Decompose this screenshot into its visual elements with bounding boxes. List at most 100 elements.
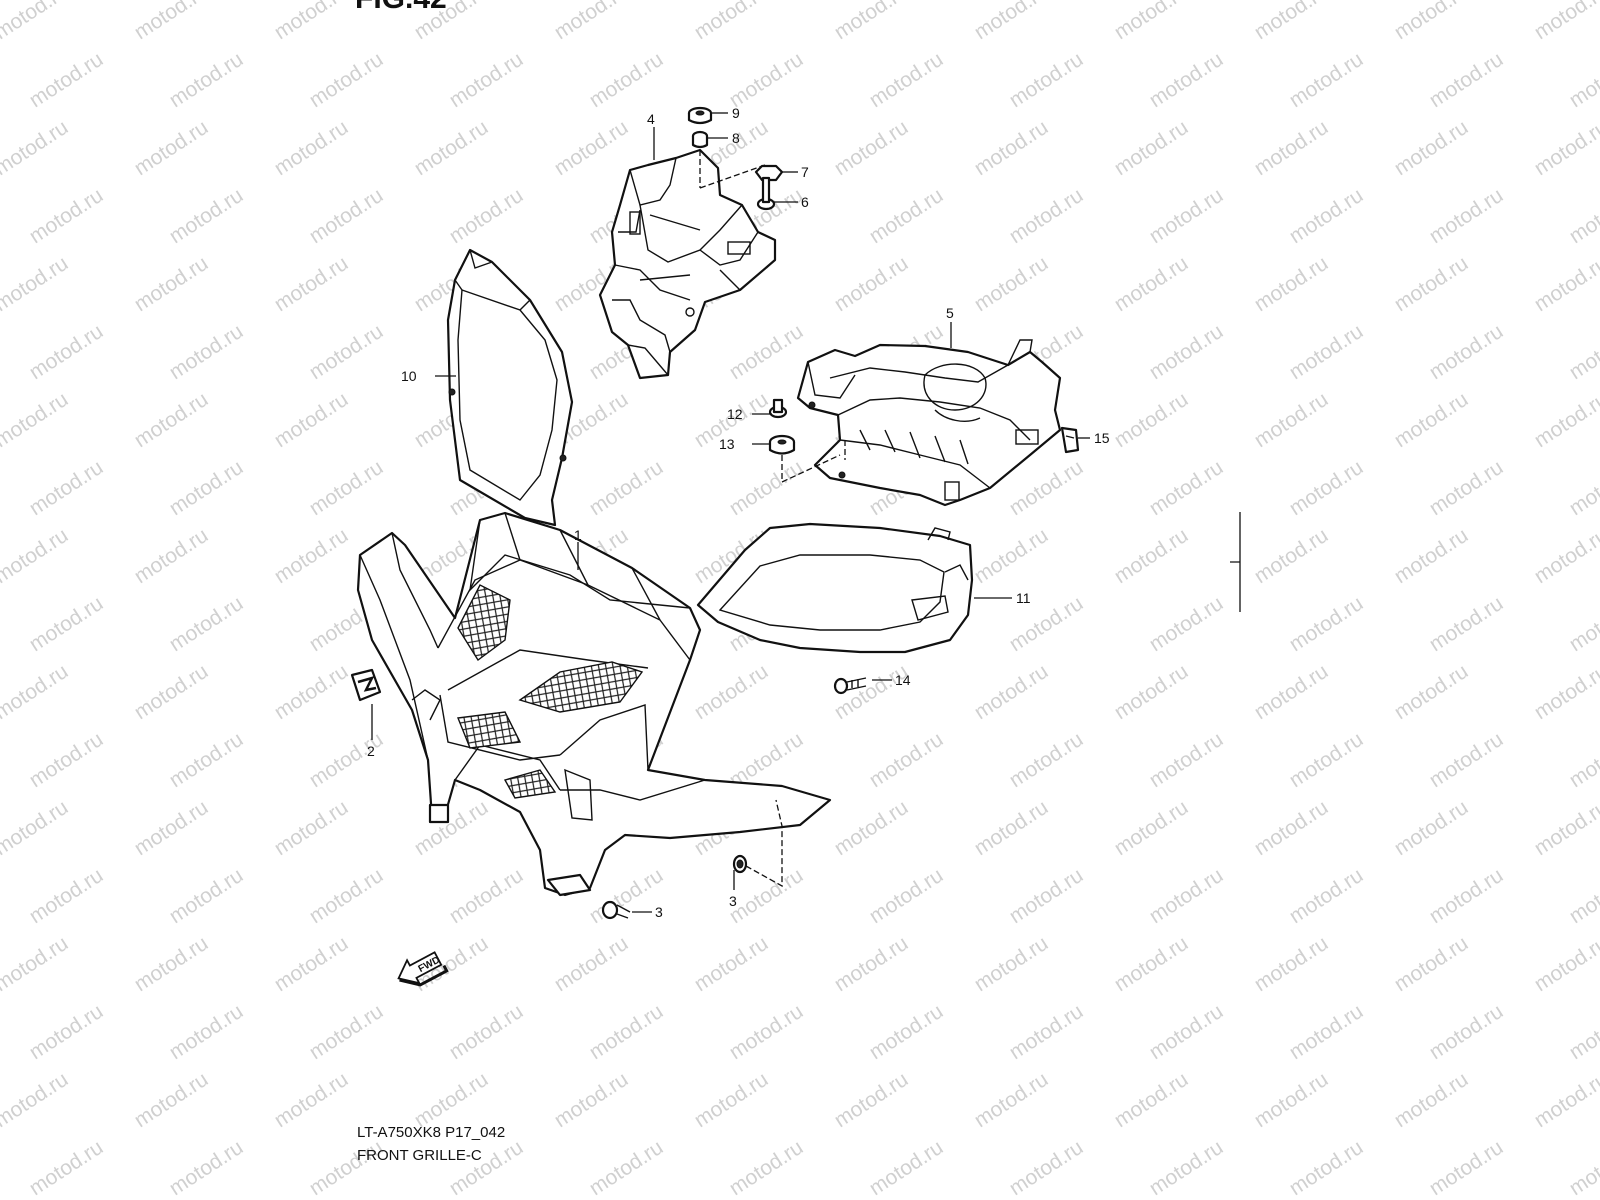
watermark-text: motod.ru bbox=[0, 932, 72, 996]
part-6-bolt[interactable] bbox=[756, 176, 776, 211]
part-11-right-headlight-bezel[interactable] bbox=[696, 522, 974, 654]
footer-section-name: FRONT GRILLE-C bbox=[357, 1147, 482, 1164]
watermark-text: motod.ru bbox=[1145, 48, 1227, 112]
part-15-clip[interactable] bbox=[1060, 426, 1080, 454]
part-8-collar[interactable] bbox=[691, 130, 709, 149]
watermark-text: motod.ru bbox=[25, 592, 107, 656]
watermark-text: motod.ru bbox=[1145, 1000, 1227, 1064]
callout-15: 15 bbox=[1094, 430, 1110, 446]
watermark-text: motod.ru bbox=[1145, 320, 1227, 384]
callout-6: 6 bbox=[801, 194, 809, 210]
watermark-text: motod.ru bbox=[305, 1000, 387, 1064]
watermark-text: motod.ru bbox=[1110, 932, 1192, 996]
watermark-text: motod.ru bbox=[305, 1136, 387, 1200]
watermark-text: motod.ru bbox=[1005, 728, 1087, 792]
watermark-text: motod.ru bbox=[305, 184, 387, 248]
watermark-text: motod.ru bbox=[165, 864, 247, 928]
watermark-text: motod.ru bbox=[1565, 864, 1600, 928]
watermark-text: motod.ru bbox=[830, 252, 912, 316]
watermark-text: motod.ru bbox=[130, 660, 212, 724]
watermark-text: motod.ru bbox=[1110, 388, 1192, 452]
watermark-text: motod.ru bbox=[725, 320, 807, 384]
watermark-text: motod.ru bbox=[1390, 660, 1472, 724]
watermark-text: motod.ru bbox=[1005, 1000, 1087, 1064]
watermark-text: motod.ru bbox=[585, 48, 667, 112]
watermark-text: motod.ru bbox=[1145, 456, 1227, 520]
watermark-text: motod.ru bbox=[1530, 660, 1600, 724]
watermark-text: motod.ru bbox=[410, 796, 492, 860]
watermark-text: motod.ru bbox=[1250, 388, 1332, 452]
watermark-text: motod.ru bbox=[305, 728, 387, 792]
watermark-text: motod.ru bbox=[1530, 116, 1600, 180]
watermark-text: motod.ru bbox=[585, 1136, 667, 1200]
watermark-text: motod.ru bbox=[970, 116, 1052, 180]
watermark-text: motod.ru bbox=[25, 864, 107, 928]
watermark-text: motod.ru bbox=[970, 796, 1052, 860]
watermark-text: motod.ru bbox=[445, 864, 527, 928]
watermark-text: motod.ru bbox=[410, 116, 492, 180]
watermark-text: motod.ru bbox=[550, 932, 632, 996]
watermark-text: motod.ru bbox=[830, 116, 912, 180]
callout-3b: 3 bbox=[729, 893, 737, 909]
watermark-text: motod.ru bbox=[1425, 1000, 1507, 1064]
watermark-text: motod.ru bbox=[1145, 184, 1227, 248]
part-1-front-grille[interactable] bbox=[356, 511, 832, 897]
part-13-grommet[interactable] bbox=[768, 434, 796, 455]
watermark-text: motod.ru bbox=[830, 932, 912, 996]
watermark-text: motod.ru bbox=[1565, 456, 1600, 520]
watermark-text: motod.ru bbox=[1530, 0, 1600, 44]
watermark-text: motod.ru bbox=[0, 1068, 72, 1132]
watermark-text: motod.ru bbox=[1530, 1068, 1600, 1132]
part-12-bolt[interactable] bbox=[768, 398, 788, 419]
part-5-lower-bracket[interactable] bbox=[796, 339, 1062, 507]
watermark-text: motod.ru bbox=[0, 660, 72, 724]
watermark-text: motod.ru bbox=[1250, 524, 1332, 588]
part-4-housing-bracket[interactable] bbox=[598, 148, 777, 380]
watermark-text: motod.ru bbox=[1390, 524, 1472, 588]
watermark-text: motod.ru bbox=[1145, 592, 1227, 656]
watermark-text: motod.ru bbox=[1110, 660, 1192, 724]
part-9-grommet[interactable] bbox=[687, 106, 713, 125]
watermark-text: motod.ru bbox=[25, 1136, 107, 1200]
part-14-screw[interactable] bbox=[833, 677, 867, 695]
watermark-text: motod.ru bbox=[270, 796, 352, 860]
watermark-text: motod.ru bbox=[1390, 1068, 1472, 1132]
callout-5: 5 bbox=[946, 305, 954, 321]
part-10-left-headlight-bezel[interactable] bbox=[446, 248, 574, 527]
watermark-text: motod.ru bbox=[1565, 48, 1600, 112]
watermark-text: motod.ru bbox=[1250, 796, 1332, 860]
callout-10: 10 bbox=[401, 368, 417, 384]
watermark-text: motod.ru bbox=[690, 1068, 772, 1132]
watermark-text: motod.ru bbox=[1110, 524, 1192, 588]
watermark-text: motod.ru bbox=[1425, 184, 1507, 248]
figure-title: FIG.42 bbox=[355, 0, 447, 15]
watermark-text: motod.ru bbox=[165, 184, 247, 248]
watermark-text: motod.ru bbox=[970, 252, 1052, 316]
callout-7: 7 bbox=[801, 164, 809, 180]
watermark-text: motod.ru bbox=[0, 116, 72, 180]
part-3-screw-b[interactable] bbox=[732, 854, 748, 874]
watermark-text: motod.ru bbox=[130, 1068, 212, 1132]
watermark-text: motod.ru bbox=[725, 1000, 807, 1064]
watermark-text: motod.ru bbox=[165, 456, 247, 520]
watermark-text: motod.ru bbox=[1285, 48, 1367, 112]
watermark-text: motod.ru bbox=[725, 456, 807, 520]
watermark-text: motod.ru bbox=[445, 48, 527, 112]
part-7-nut[interactable] bbox=[754, 164, 784, 182]
watermark-text: motod.ru bbox=[690, 0, 772, 44]
watermark-text: motod.ru bbox=[1110, 796, 1192, 860]
watermark-text: motod.ru bbox=[1005, 48, 1087, 112]
watermark-text: motod.ru bbox=[690, 932, 772, 996]
watermark-text: motod.ru bbox=[1250, 1068, 1332, 1132]
watermark-text: motod.ru bbox=[1390, 932, 1472, 996]
part-2-emblem[interactable] bbox=[350, 668, 382, 702]
watermark-text: motod.ru bbox=[1285, 1000, 1367, 1064]
watermark-text: motod.ru bbox=[1250, 252, 1332, 316]
watermark-text: motod.ru bbox=[130, 524, 212, 588]
watermark-text: motod.ru bbox=[1565, 592, 1600, 656]
part-3-screw-a[interactable] bbox=[601, 900, 631, 920]
watermark-text: motod.ru bbox=[1425, 864, 1507, 928]
watermark-text: motod.ru bbox=[1390, 0, 1472, 44]
watermark-text: motod.ru bbox=[25, 48, 107, 112]
watermark-text: motod.ru bbox=[1425, 592, 1507, 656]
